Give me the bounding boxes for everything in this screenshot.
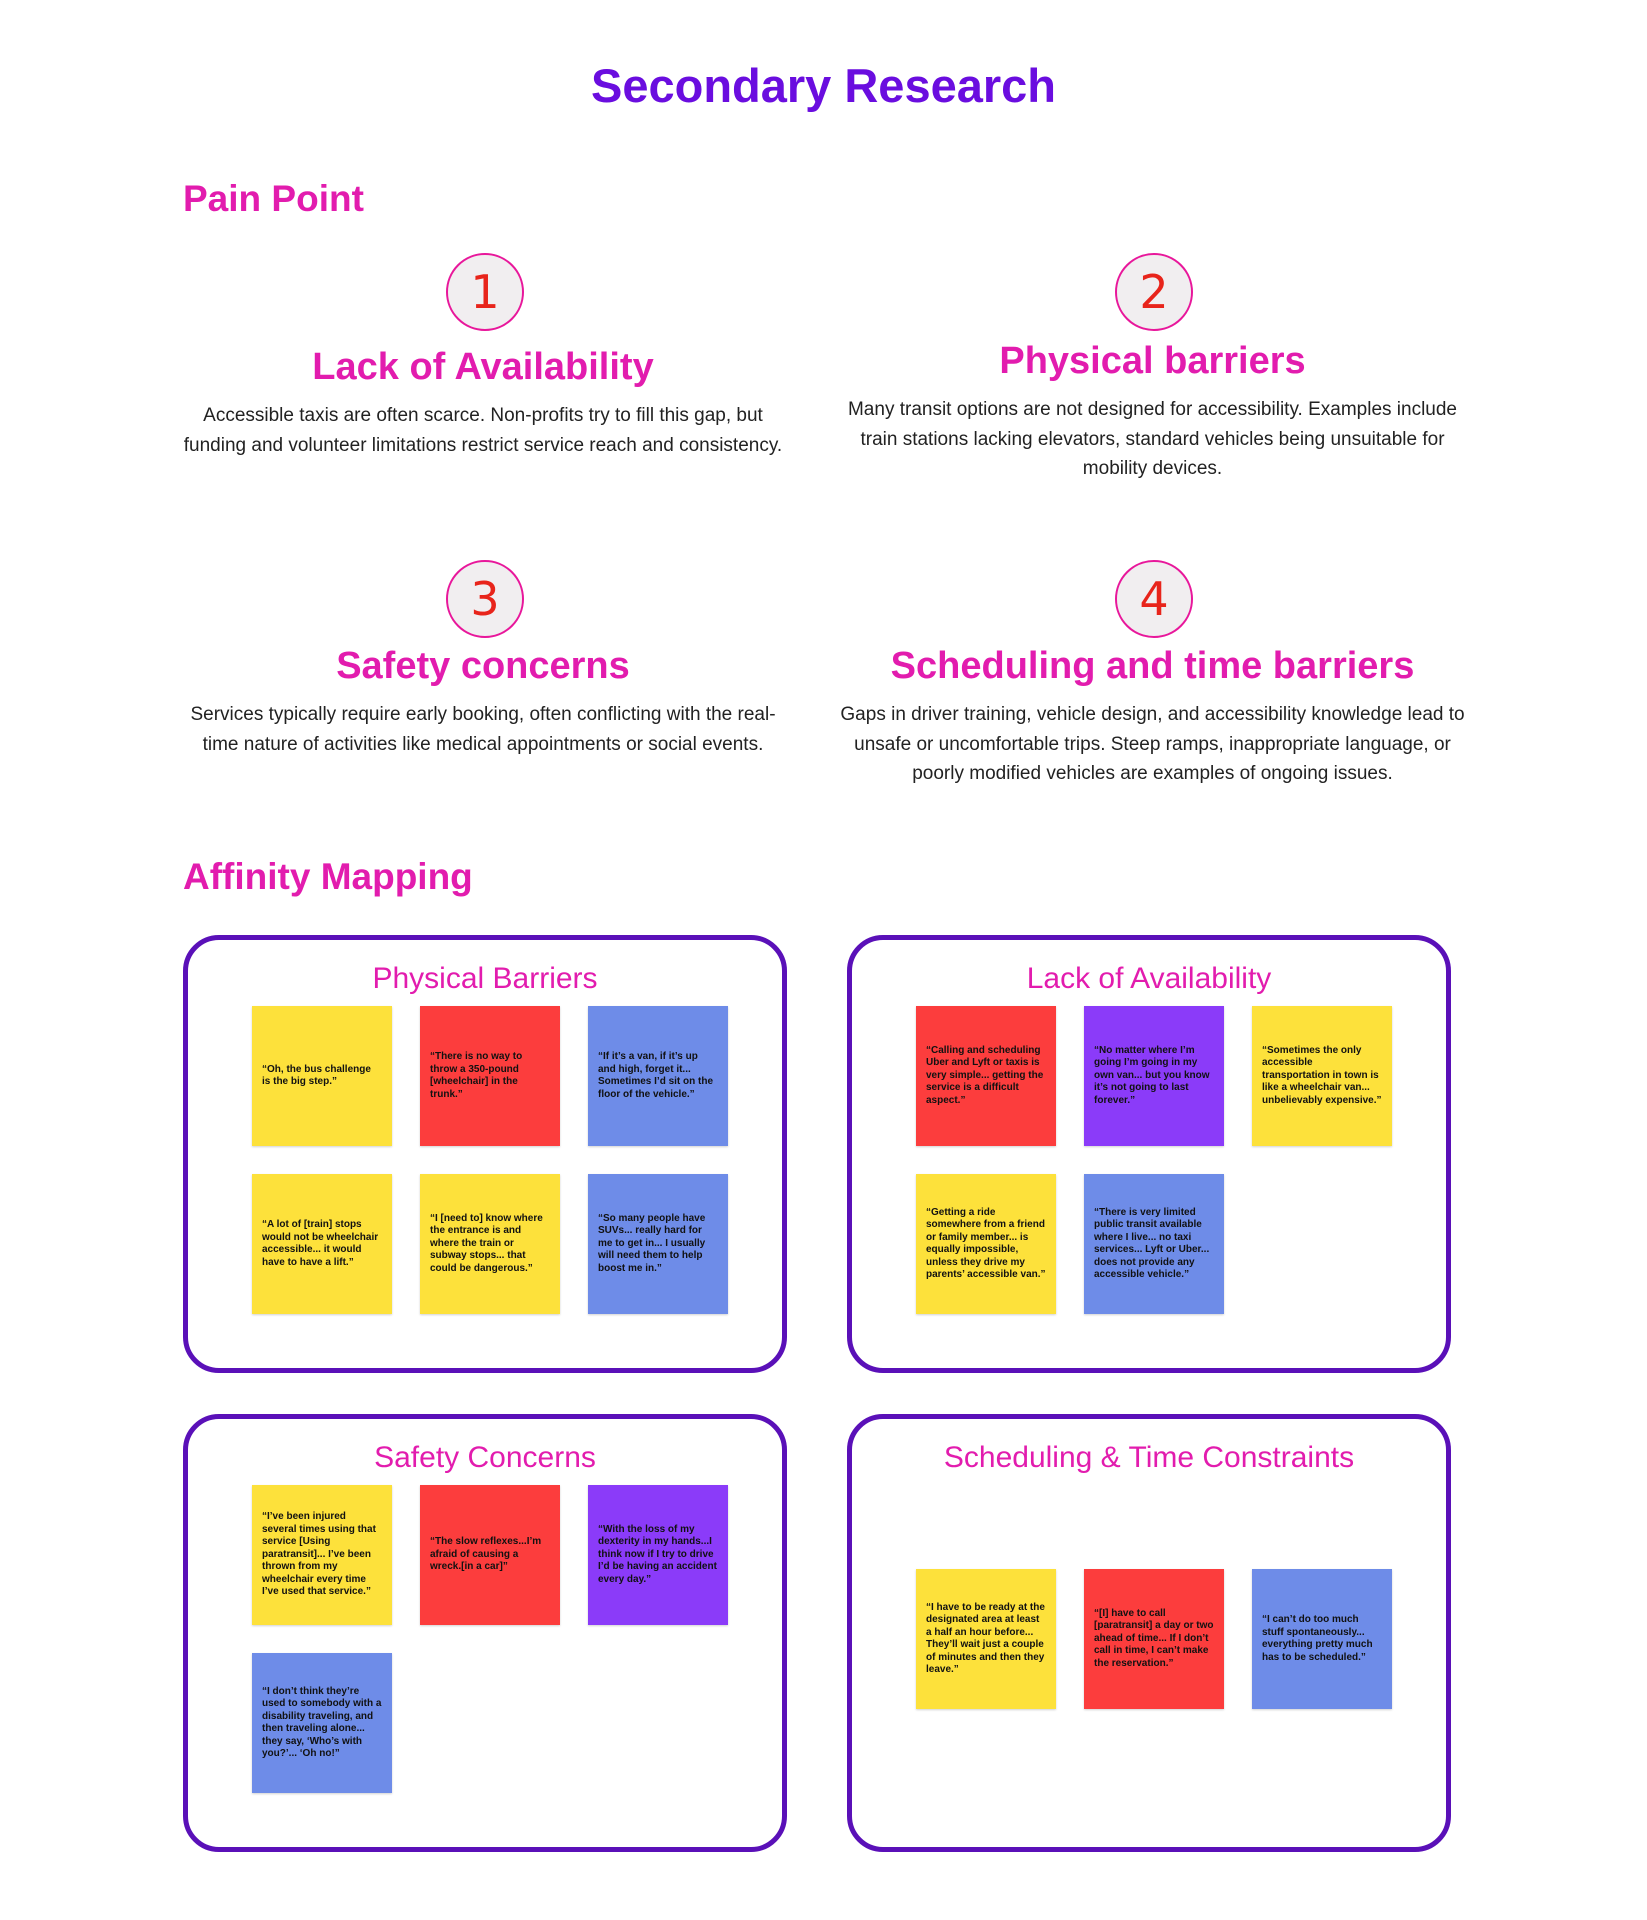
affinity-group-scheduling-time-constraints: Scheduling & Time Constraints “I have to… [847,1414,1451,1852]
note-text: “The slow reflexes...I’m afraid of causi… [430,1536,542,1573]
note-text: “There is very limited public transit av… [1094,1206,1210,1281]
pain-point-4: 4 Scheduling and time barriers Gaps in d… [840,560,1465,830]
note-text: “If it’s a van, if it’s up and high, for… [598,1051,714,1100]
note-text: “Sometimes the only accessible transport… [1262,1044,1382,1106]
sticky-note: “Oh, the bus challenge is the big step.” [252,1006,392,1146]
sticky-note: “A lot of [train] stops would not be whe… [252,1174,392,1314]
note-text: “I’ve been injured several times using t… [262,1511,376,1598]
sticky-note: “Calling and scheduling Uber and Lyft or… [916,1006,1056,1146]
note-text: “I [need to] know where the entrance is … [430,1212,543,1274]
sticky-note: “I can’t do too much stuff spontaneously… [1252,1569,1392,1709]
sticky-note: “Getting a ride somewhere from a friend … [916,1174,1056,1314]
sticky-note: “I don’t think they’re used to somebody … [252,1653,392,1793]
page-title: Secondary Research [590,59,1057,112]
sticky-note: “[I] have to call [paratransit] a day or… [1084,1569,1224,1709]
note-text: “Oh, the bus challenge is the big step.” [262,1063,371,1088]
note-text: “[I] have to call [paratransit] a day or… [1094,1607,1214,1669]
note-text: “There is no way to throw a 350-pound [w… [430,1051,523,1100]
note-text: “I don’t think they’re used to somebody … [262,1685,382,1760]
pain-point-title: Physical barriers [999,340,1306,382]
group-title: Safety Concerns [374,1441,596,1474]
group-title: Physical Barriers [372,962,598,995]
sticky-note: “The slow reflexes...I’m afraid of causi… [420,1485,560,1625]
number-badge: 3 [446,560,524,638]
pain-point-3: 3 Safety concerns Services typically req… [183,560,783,800]
sticky-note: “No matter where I’m going I’m going in … [1084,1006,1224,1146]
affinity-group-lack-of-availability: Lack of Availability “Calling and schedu… [847,935,1451,1373]
pain-point-description: Accessible taxis are often scarce. Non-p… [183,405,783,456]
pain-point-description: Services typically require early booking… [190,704,776,755]
note-text: “So many people have SUVs... really hard… [598,1212,706,1274]
sticky-note: “So many people have SUVs... really hard… [588,1174,728,1314]
pain-point-heading: Pain Point [183,178,364,219]
sticky-note: “I have to be ready at the designated ar… [916,1569,1056,1709]
note-text: “A lot of [train] stops would not be whe… [262,1219,379,1268]
note-text: “With the loss of my dexterity in my han… [598,1523,717,1585]
pain-point-2: 2 Physical barriers Many transit options… [840,253,1465,493]
note-text: “Getting a ride somewhere from a friend … [926,1206,1046,1281]
affinity-group-safety-concerns: Safety Concerns “I’ve been injured sever… [183,1414,787,1852]
number-badge: 1 [446,253,524,331]
pain-point-description: Gaps in driver training, vehicle design,… [840,704,1465,784]
sticky-note: “With the loss of my dexterity in my han… [588,1485,728,1625]
note-text: “No matter where I’m going I’m going in … [1094,1044,1210,1106]
pain-point-title: Safety concerns [336,645,630,687]
group-title: Scheduling & Time Constraints [943,1441,1355,1474]
pain-point-title: Scheduling and time barriers [890,645,1415,687]
sticky-note: “If it’s a van, if it’s up and high, for… [588,1006,728,1146]
sticky-note: “I [need to] know where the entrance is … [420,1174,560,1314]
group-title: Lack of Availability [1026,962,1272,995]
sticky-note: “I’ve been injured several times using t… [252,1485,392,1625]
affinity-group-physical-barriers: Physical Barriers “Oh, the bus challenge… [183,935,787,1373]
sticky-note: “There is no way to throw a 350-pound [w… [420,1006,560,1146]
number-badge: 2 [1115,253,1193,331]
note-text: “I can’t do too much stuff spontaneously… [1262,1614,1373,1663]
affinity-mapping-heading: Affinity Mapping [183,856,473,897]
sticky-note: “Sometimes the only accessible transport… [1252,1006,1392,1146]
sticky-note: “There is very limited public transit av… [1084,1174,1224,1314]
number-badge: 4 [1115,560,1193,638]
pain-point-1: 1 Lack of Availability Accessible taxis … [183,253,783,493]
note-text: “Calling and scheduling Uber and Lyft or… [926,1044,1044,1106]
pain-point-title: Lack of Availability [312,346,654,388]
note-text: “I have to be ready at the designated ar… [926,1601,1045,1676]
pain-point-description: Many transit options are not designed fo… [847,399,1457,479]
